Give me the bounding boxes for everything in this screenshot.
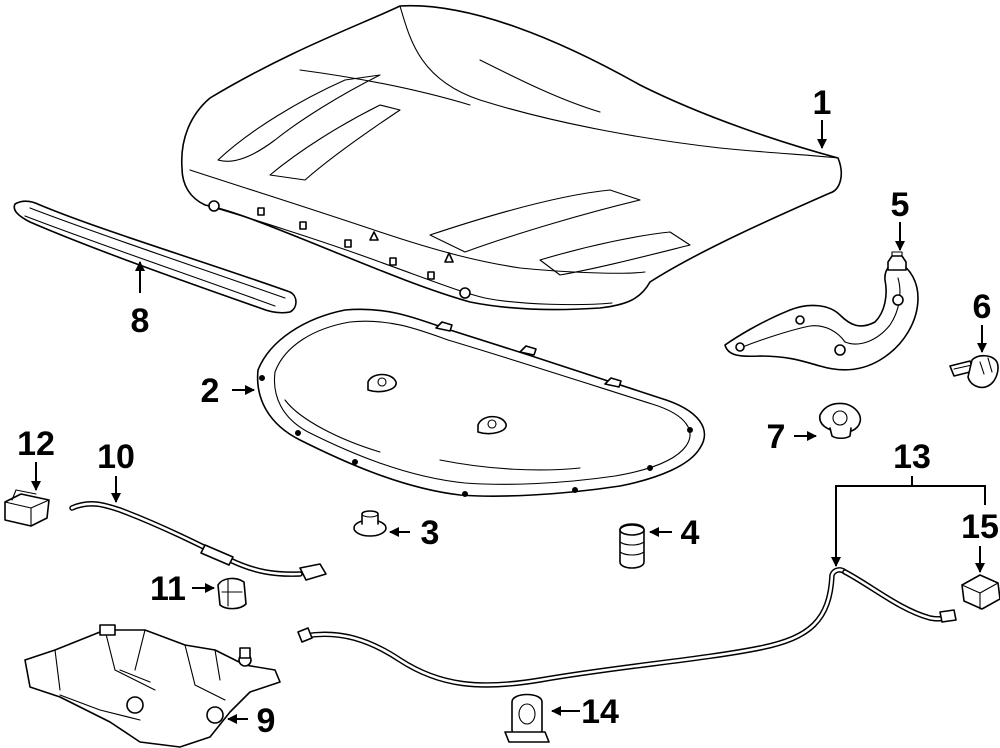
- callout-2: 2: [201, 372, 220, 410]
- grommet: [353, 510, 387, 537]
- cable-clamp: [504, 693, 550, 743]
- callout-3: 3: [421, 514, 440, 552]
- hood-hinge: [724, 251, 919, 371]
- cable-clip-11: [217, 577, 247, 610]
- hood-panel: [180, 4, 842, 311]
- callout-labels: 1 2 3 4 5 6 7 8 9 10 11 12 13 14 15: [17, 84, 999, 740]
- callout-4: 4: [681, 514, 700, 552]
- leader-13-bracket: [835, 485, 986, 555]
- cable-clip-15: [961, 574, 1000, 610]
- cable-clip-12: [4, 489, 50, 527]
- hood-insulator-pad: [256, 308, 706, 497]
- callout-6: 6: [973, 288, 992, 326]
- callout-1: 1: [813, 84, 832, 122]
- hood-latch: [24, 624, 281, 748]
- hinge-nut: [818, 402, 862, 440]
- callout-7: 7: [767, 418, 786, 456]
- callout-12: 12: [17, 425, 55, 463]
- release-cable-assembly: [297, 567, 957, 688]
- hinge-bolt: [949, 354, 999, 389]
- callout-5: 5: [891, 186, 910, 224]
- callout-11: 11: [150, 570, 186, 608]
- hood-seal-strip: [13, 200, 297, 314]
- callout-9: 9: [257, 702, 276, 740]
- callout-15: 15: [961, 508, 999, 546]
- callout-14: 14: [581, 693, 619, 731]
- hood-bumper: [619, 523, 645, 569]
- hood-release-cable: [69, 501, 327, 581]
- callout-8: 8: [131, 302, 150, 340]
- callout-leaders: [31, 120, 987, 724]
- callout-10: 10: [97, 438, 135, 476]
- callout-13: 13: [893, 438, 931, 476]
